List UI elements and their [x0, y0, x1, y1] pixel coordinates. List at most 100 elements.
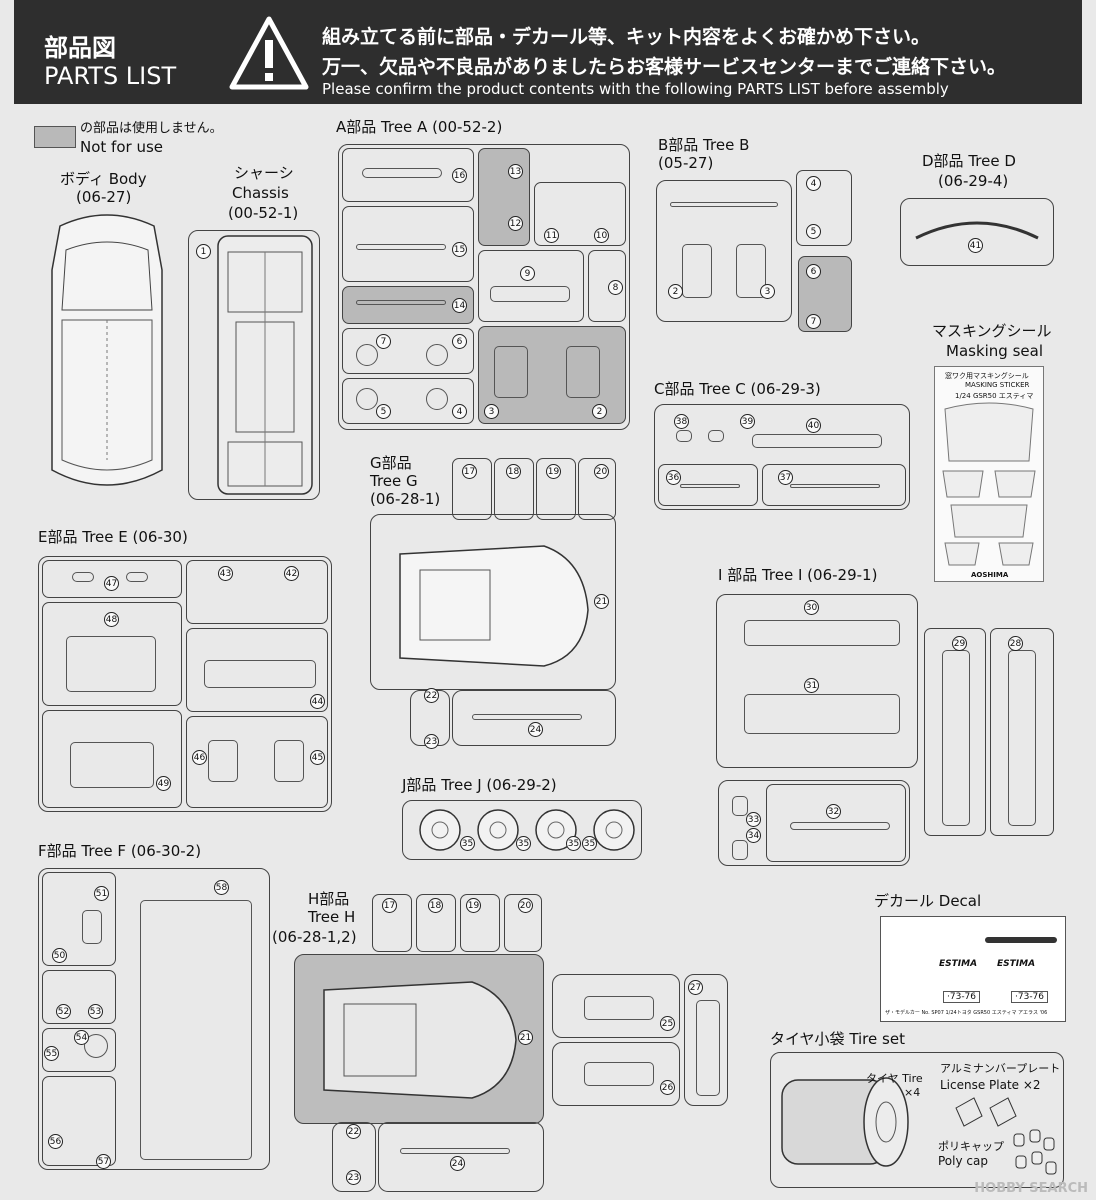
tree-f-cell [42, 1028, 116, 1072]
part-number: 35 [582, 836, 597, 851]
part-drawing [84, 1034, 108, 1058]
part-number: 21 [518, 1030, 533, 1045]
tree-a-cell [342, 378, 474, 424]
tree-h-title: H部品 [308, 890, 350, 908]
part-number: 52 [56, 1004, 71, 1019]
part-number: 41 [968, 238, 983, 253]
tree-h-code: (06-28-1,2) [272, 928, 357, 946]
tree-e-cell [42, 710, 182, 808]
part-number: 1 [196, 244, 211, 259]
decal-plate-2: ·73-76 [1011, 991, 1049, 1003]
part-number: 20 [594, 464, 609, 479]
part-number: 35 [566, 836, 581, 851]
decal-stripe [985, 937, 1057, 943]
part-drawing [208, 740, 238, 782]
part-drawing [790, 822, 890, 830]
tree-e-cell [186, 716, 328, 808]
part-number: 12 [508, 216, 523, 231]
part-number: 22 [424, 688, 439, 703]
part-number: 3 [484, 404, 499, 419]
watermark: HOBBY SEARCH [974, 1181, 1088, 1196]
page-title-ja: 部品図 [44, 34, 116, 62]
masking-brand: AOSHIMA [971, 571, 1009, 579]
poly-cap-label-en: Poly cap [938, 1154, 988, 1168]
part-number: 21 [594, 594, 609, 609]
part-drawing [204, 660, 316, 688]
tree-g-frame [370, 514, 616, 690]
tree-i-title: I 部品 Tree I (06-29-1) [718, 566, 878, 584]
part-drawing [682, 244, 712, 298]
decal-logo-2: ESTIMA [997, 959, 1036, 969]
part-number: 24 [528, 722, 543, 737]
part-drawing [140, 900, 252, 1160]
notice-line-3: Please confirm the product contents with… [322, 80, 949, 98]
part-number: 57 [96, 1154, 111, 1169]
part-drawing [356, 388, 378, 410]
part-number: 20 [518, 898, 533, 913]
part-drawing [472, 714, 582, 720]
tree-h-title2: Tree H [308, 908, 356, 926]
tree-f-frame [38, 868, 270, 1170]
part-number: 4 [452, 404, 467, 419]
masking-card-title: 窓ワク用マスキングシール [945, 372, 1029, 380]
tree-h-sub-frame [552, 974, 680, 1038]
tree-a-cell [342, 328, 474, 374]
tree-a-cell [588, 250, 626, 322]
chassis-code: (00-52-1) [228, 204, 299, 222]
part-number: 8 [608, 280, 623, 295]
part-drawing [736, 244, 766, 298]
page-title-en: PARTS LIST [44, 62, 177, 90]
legend-ja: の部品は使用しません。 [80, 121, 223, 136]
decal-title: デカール Decal [874, 892, 982, 910]
part-drawing [356, 244, 446, 250]
part-number: 19 [546, 464, 561, 479]
tree-h-cell [416, 894, 456, 952]
tree-i-cell [924, 628, 986, 836]
part-number: 23 [346, 1170, 361, 1185]
tree-f-cell [42, 872, 116, 966]
part-drawing [66, 636, 156, 692]
part-drawing [356, 300, 446, 305]
part-number: 36 [666, 470, 681, 485]
tree-a-title: A部品 Tree A (00-52-2) [336, 118, 503, 136]
part-number: 38 [674, 414, 689, 429]
part-number: 47 [104, 576, 119, 591]
part-number: 13 [508, 164, 523, 179]
part-drawing [708, 430, 724, 442]
tree-b-code: (05-27) [658, 154, 714, 172]
part-number: 35 [516, 836, 531, 851]
part-number: 18 [506, 464, 521, 479]
part-drawing [942, 650, 970, 826]
tree-d-title: D部品 Tree D [922, 152, 1016, 170]
part-drawing [676, 430, 692, 442]
part-number: 10 [594, 228, 609, 243]
tree-e-cell [42, 602, 182, 706]
part-drawing [680, 484, 740, 488]
part-drawing [274, 740, 304, 782]
part-drawing [399, 545, 589, 667]
tire-qty: ×4 [904, 1086, 921, 1099]
part-drawing [82, 910, 102, 944]
part-number: 15 [452, 242, 467, 257]
part-number: 40 [806, 418, 821, 433]
part-number: 29 [952, 636, 967, 651]
tree-j-title: J部品 Tree J (06-29-2) [402, 776, 557, 794]
tree-h-cell [504, 894, 542, 952]
part-drawing [362, 168, 442, 178]
part-drawing [72, 572, 94, 582]
part-number: 5 [806, 224, 821, 239]
part-drawing [356, 344, 378, 366]
tree-c-cell [658, 464, 758, 506]
part-number: 34 [746, 828, 761, 843]
tree-g-title2: Tree G [370, 472, 418, 490]
tree-j-frame [402, 800, 642, 860]
tree-e-cell [42, 560, 182, 598]
tree-h-sub-frame [332, 1122, 376, 1192]
part-number: 18 [428, 898, 443, 913]
plate-label-ja: アルミナンバープレート [940, 1062, 1061, 1075]
part-number: 4 [806, 176, 821, 191]
part-drawing [1008, 650, 1036, 826]
tree-e-cell [186, 628, 328, 712]
part-drawing [426, 344, 448, 366]
part-number: 23 [424, 734, 439, 749]
